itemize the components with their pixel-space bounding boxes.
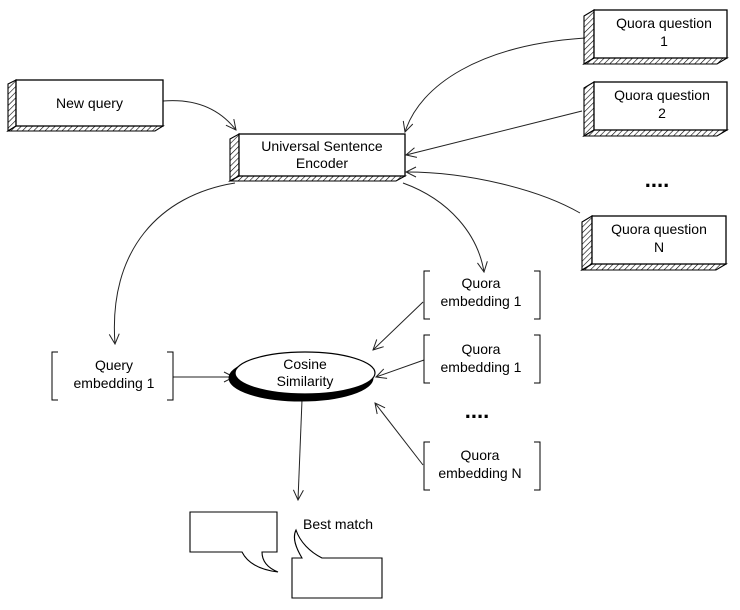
quora-question-n-box: Quora question N (580, 215, 728, 271)
embeddings-ellipsis: .... (465, 398, 489, 423)
questions-ellipsis: .... (645, 167, 669, 192)
edge-quora-embn-to-cosine (375, 403, 424, 466)
edge-new-query-to-encoder (162, 100, 236, 130)
quora-question-n-label-line1: Quora question (611, 221, 707, 237)
quora-embedding-1b-label-line2: embedding 1 (441, 359, 522, 375)
cosine-label-line2: Similarity (277, 373, 334, 389)
edges (114, 37, 586, 500)
best-match-label: Best match (303, 516, 373, 532)
quora-embedding-n-box: Quora embedding N (423, 441, 541, 491)
quora-embedding-1b-box: Quora embedding 1 (423, 334, 541, 384)
quora-embedding-n-label-line2: embedding N (438, 465, 521, 481)
quora-embedding-1a-label-line2: embedding 1 (441, 293, 522, 309)
best-match-bubbles: Best match (189, 511, 383, 599)
query-embedding-label-line1: Query (95, 357, 133, 373)
quora-question-1-label-line2: 1 (660, 33, 668, 49)
quora-question-2-label-line1: Quora question (614, 87, 710, 103)
encoder-label-line2: Encoder (296, 155, 348, 171)
query-embedding-label-line2: embedding 1 (74, 375, 155, 391)
new-query-box: New query (6, 79, 165, 132)
query-embedding-box: Query embedding 1 (51, 351, 174, 401)
quora-embedding-1a-box: Quora embedding 1 (423, 270, 541, 320)
quora-question-1-box: Quora question 1 (582, 9, 729, 65)
edge-quora-qn-to-encoder (406, 172, 581, 214)
quora-embedding-1b-label-line1: Quora (462, 341, 501, 357)
edge-cosine-to-best-match (298, 399, 302, 500)
encoder-box: Universal Sentence Encoder (227, 133, 408, 182)
edge-quora-emb1a-to-cosine (373, 301, 424, 350)
quora-question-2-label-line2: 2 (658, 105, 666, 121)
cosine-label-line1: Cosine (283, 356, 327, 372)
new-query-label: New query (56, 95, 123, 111)
quora-question-2-box: Quora question 2 (582, 81, 729, 137)
edge-quora-q1-to-encoder (405, 37, 586, 132)
encoder-label-line1: Universal Sentence (261, 138, 383, 154)
edge-encoder-to-quora-embedding (402, 182, 484, 272)
quora-question-n-label-line2: N (654, 239, 664, 255)
quora-embedding-n-label-line1: Quora (461, 447, 500, 463)
quora-question-1-label-line1: Quora question (616, 15, 712, 31)
quora-embedding-1a-label-line1: Quora (462, 275, 501, 291)
edge-quora-emb1b-to-cosine (376, 359, 425, 377)
cosine-similarity-node: Cosine Similarity (228, 351, 376, 402)
edge-quora-q2-to-encoder (406, 110, 583, 155)
edge-encoder-to-query-embedding (114, 182, 236, 344)
speech-bubble-right-icon (291, 528, 383, 599)
speech-bubble-left-icon (189, 511, 279, 573)
